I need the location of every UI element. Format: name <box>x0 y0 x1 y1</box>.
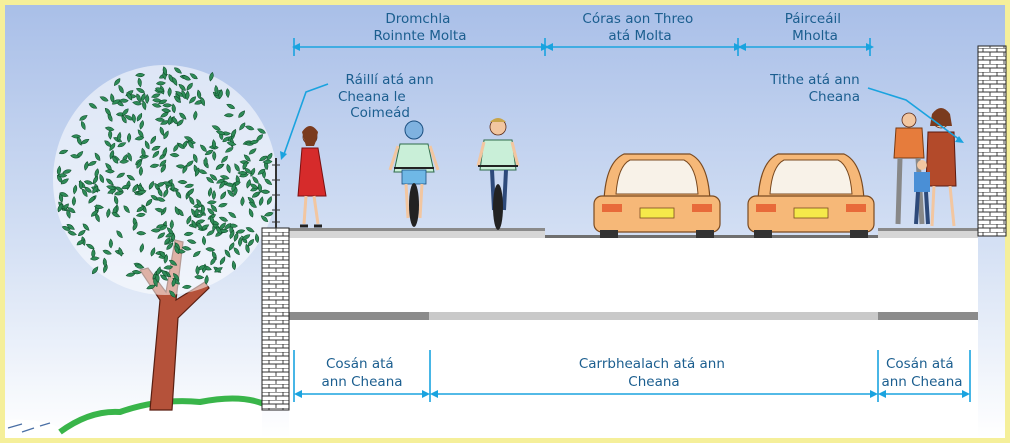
dimension-proposed-shared-surface <box>292 43 549 51</box>
label-existing-carriageway: Carrbhealach atá ann Cheana <box>579 356 729 390</box>
label-existing-houses: Tithe atá ann Cheana <box>769 72 864 105</box>
railing-leader-arrow <box>280 151 287 160</box>
brick-wall-icon <box>261 227 290 411</box>
houses-leader-arrow <box>955 136 964 143</box>
family-pedestrians-icon <box>893 108 957 227</box>
label-existing-footpath-left: Cosán atá ann Cheana <box>321 356 402 390</box>
existing-carriageway-base <box>429 312 878 320</box>
railing-icon <box>272 158 280 228</box>
label-proposed-shared-surface: Dromchla Roinnte Molta <box>373 11 466 44</box>
cyclist-icon <box>388 120 440 227</box>
dimension-proposed-parking <box>738 43 874 51</box>
tree-icon <box>53 65 277 411</box>
dimension-existing-carriageway <box>430 350 879 402</box>
water-lines <box>7 422 51 433</box>
dimension-existing-footpath-right <box>878 350 971 402</box>
shared-surface-edge <box>289 228 545 231</box>
label-existing-footpath-right: Cosán atá ann Cheana <box>881 356 962 390</box>
dimension-proposed-one-way <box>545 43 742 51</box>
road-surface <box>289 229 978 238</box>
label-proposed-one-way-system: Córas aon Threo atá Molta <box>582 11 697 44</box>
label-proposed-parking: Páirceáil Mholta <box>785 11 846 44</box>
right-footpath-surface <box>878 228 978 231</box>
brick-pillar-icon <box>977 45 1007 237</box>
cyclist-icon-2 <box>476 118 520 230</box>
road-structure <box>289 228 978 438</box>
dimension-existing-footpath-left <box>293 350 431 402</box>
car-icon <box>593 153 721 238</box>
railing-leader-line <box>282 83 329 158</box>
woman-pedestrian-icon <box>297 126 327 228</box>
houses-leader-line <box>867 87 961 141</box>
existing-footpath-base-left <box>289 312 429 320</box>
car-icon-2 <box>747 153 875 238</box>
existing-footpath-base-right <box>878 312 978 320</box>
label-existing-railings: Ráillí atá ann Cheana le Coimeád <box>338 72 438 121</box>
